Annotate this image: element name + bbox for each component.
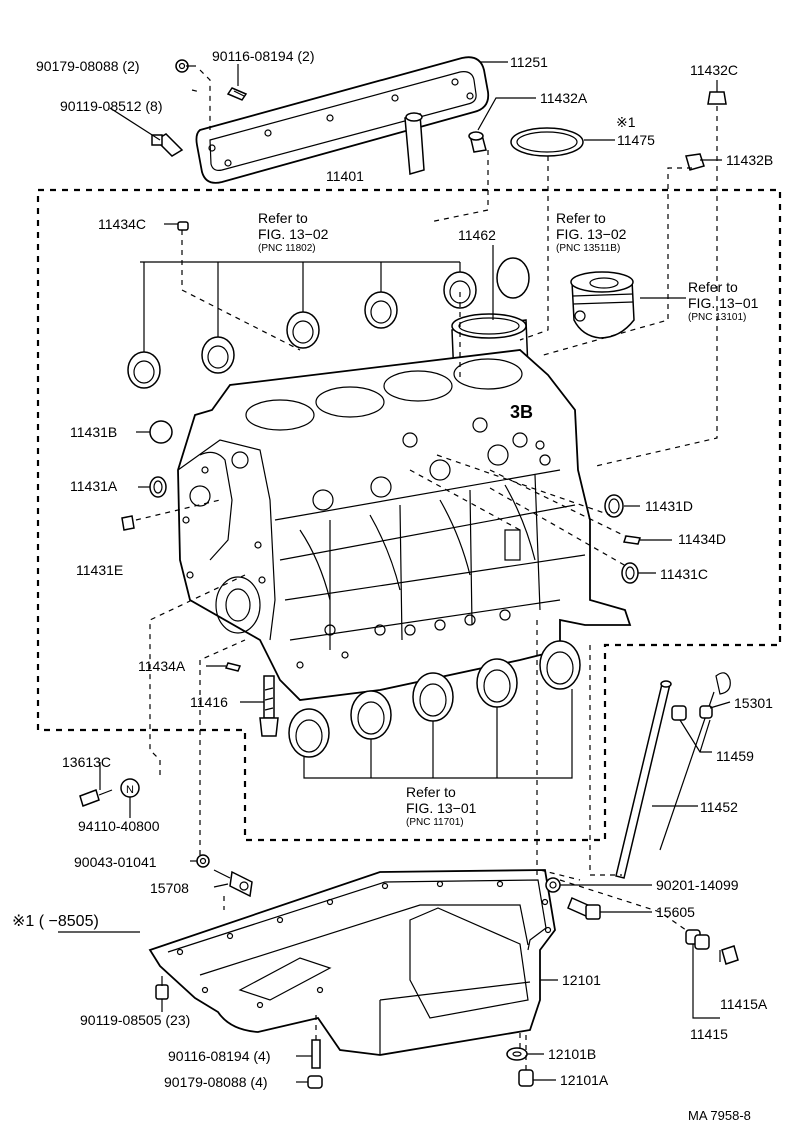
label-11415A: 11415A <box>720 996 768 1012</box>
bolt-90119-08512 <box>151 133 184 157</box>
label-11452: 11452 <box>700 799 738 815</box>
assembly-boundary <box>36 188 782 842</box>
label-94110-40800: 94110-40800 <box>78 818 160 834</box>
label-12101A: 12101A <box>560 1072 609 1088</box>
bolt-15605 <box>567 896 601 920</box>
label-13613C: 13613C <box>62 754 112 770</box>
label-note1-range: ※1 ( −8505) <box>12 913 99 930</box>
ref-c-pnc: (PNC 13101) <box>688 312 747 323</box>
plug-11431C <box>621 562 639 584</box>
nut-90179-08088-4 <box>307 1075 323 1089</box>
label-90119-08505: 90119-08505 (23) <box>80 1012 191 1028</box>
label-90116-08194-4: 90116-08194 (4) <box>168 1048 271 1064</box>
label-11431E: 11431E <box>76 562 124 578</box>
ref-b-line1: Refer to <box>556 210 606 226</box>
gasket-90043-01041 <box>196 854 210 868</box>
piston <box>570 271 635 339</box>
sensor-15708 <box>213 869 253 898</box>
plug-11431D <box>604 494 624 518</box>
o-ring-11475 <box>510 127 584 157</box>
ref-c-line2: FIG. 13−01 <box>688 295 759 311</box>
label-11432A: 11432A <box>540 90 588 106</box>
ref-b-pnc: (PNC 13511B) <box>556 243 621 254</box>
ref-c-line1: Refer to <box>688 279 738 295</box>
lower-bearings <box>288 640 581 758</box>
label-12101: 12101 <box>562 972 601 988</box>
label-11415: 11415 <box>690 1026 728 1042</box>
bolt-11416 <box>259 675 279 737</box>
label-90201-14099: 90201-14099 <box>656 877 739 893</box>
bolt-90119-08505 <box>155 976 169 1000</box>
label-90043-01041: 90043-01041 <box>74 854 157 870</box>
label-90179-08088-2: 90179-08088 (2) <box>36 58 140 74</box>
plug-11415A <box>721 945 739 965</box>
label-note1-mark: ※1 <box>616 114 636 130</box>
side-cover-11251 <box>195 56 490 184</box>
plug-12101A <box>518 1069 534 1087</box>
label-11416: 11416 <box>190 694 228 710</box>
gasket-90201-14099 <box>545 877 561 893</box>
label-11434C: 11434C <box>98 216 147 232</box>
ref-d-pnc: (PNC 11701) <box>406 817 464 828</box>
plug-11431B <box>149 420 173 444</box>
oil-pan-12101 <box>148 869 556 1056</box>
ref-d-line2: FIG. 13−01 <box>406 800 477 816</box>
label-11459: 11459 <box>716 748 754 764</box>
leader-lines <box>58 61 731 1083</box>
label-11431D: 11431D <box>645 498 694 514</box>
label-11431B: 11431B <box>70 424 118 440</box>
label-11401: 11401 <box>326 168 364 184</box>
label-11431A: 11431A <box>70 478 118 494</box>
label-11431C: 11431C <box>660 566 709 582</box>
nut-94110-40800: N <box>120 778 140 798</box>
label-11434D: 11434D <box>678 531 727 547</box>
label-11462: 11462 <box>458 227 496 243</box>
bolt-90116-08194-2 <box>226 87 248 101</box>
label-11434A: 11434A <box>138 658 186 674</box>
ref-b-line2: FIG. 13−02 <box>556 226 627 242</box>
label-15708: 15708 <box>150 880 189 896</box>
label-11432B: 11432B <box>726 152 774 168</box>
ref-a-line2: FIG. 13−02 <box>258 226 329 242</box>
pin-11434A <box>224 662 242 672</box>
pin-11434D <box>623 535 641 545</box>
ref-d-line1: Refer to <box>406 784 456 800</box>
plug-11415 <box>685 929 710 950</box>
dashed-leaders <box>135 69 718 1070</box>
gasket-12101B <box>506 1047 528 1061</box>
stud-90116-08194-4 <box>311 1039 321 1069</box>
n-mark: N <box>126 784 134 796</box>
label-90116-08194-2: 90116-08194 (2) <box>212 48 315 64</box>
cylinder-block-11401 <box>177 349 632 701</box>
oil-level-gauge-guide-11452 <box>615 680 672 879</box>
plug-11432C <box>707 91 727 105</box>
ref-a-line1: Refer to <box>258 210 308 226</box>
drawing-code: MA 7958-8 <box>688 1108 751 1123</box>
plug-11432B <box>685 153 705 171</box>
plug-11432A <box>468 131 487 153</box>
ring-11459 <box>671 705 713 721</box>
ref-a-pnc: (PNC 11802) <box>258 243 316 254</box>
label-11475: 11475 <box>617 132 655 148</box>
cast-mark: 3B <box>510 402 533 422</box>
label-90119-08512: 90119-08512 (8) <box>60 98 163 114</box>
label-11251: 11251 <box>510 54 548 70</box>
label-15605: 15605 <box>656 904 695 920</box>
label-90179-08088-4: 90179-08088 (4) <box>164 1074 268 1090</box>
pin-11434C <box>177 221 189 231</box>
stud-13613C <box>79 789 113 807</box>
label-12101B: 12101B <box>548 1046 597 1062</box>
plug-11431E <box>121 515 135 531</box>
label-15301: 15301 <box>734 695 773 711</box>
plug-11431A <box>149 476 167 498</box>
label-11432C: 11432C <box>690 62 739 78</box>
